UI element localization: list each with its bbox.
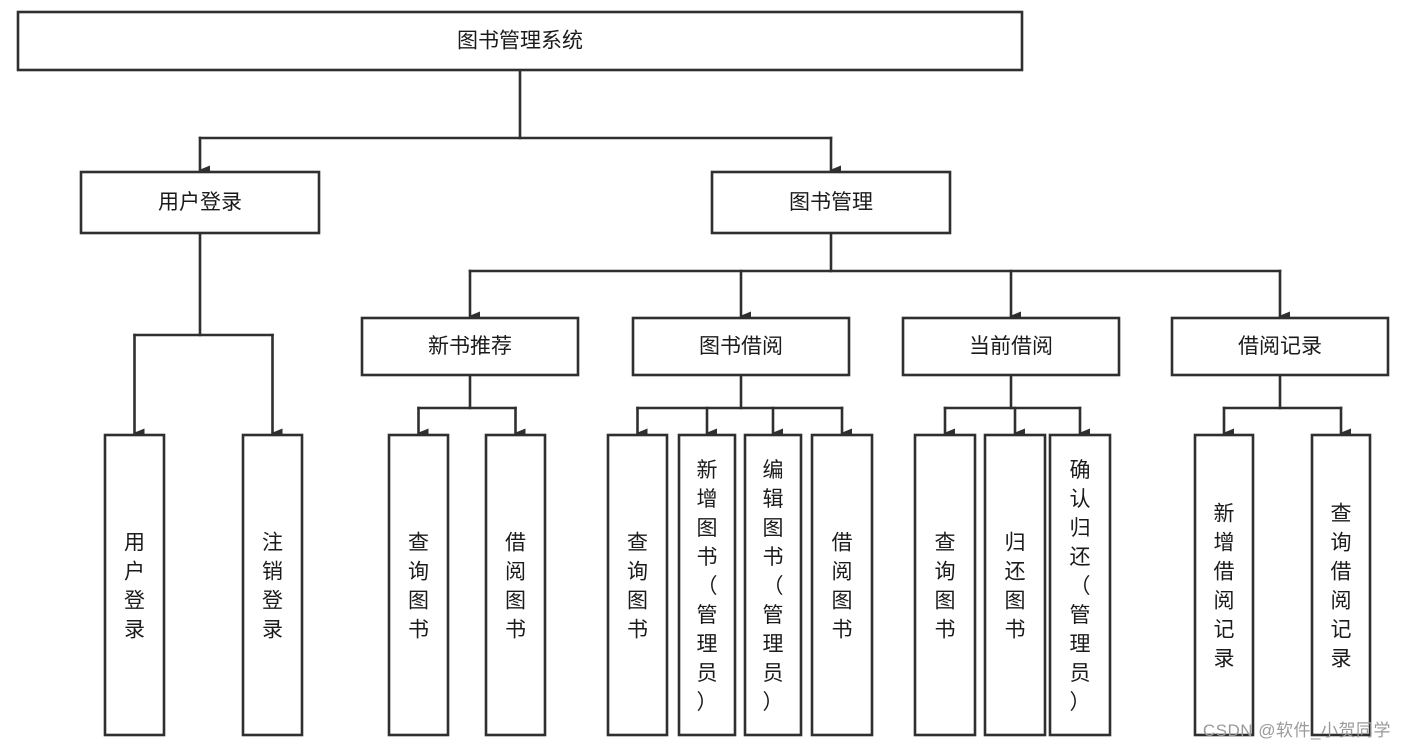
node-label-leaf-add-book: 新增图书（管理员）	[697, 459, 718, 714]
node-leaf-query-book-rec[interactable]: 查询图书	[387, 433, 450, 737]
node-book-borrow[interactable]: 图书借阅	[631, 316, 851, 377]
node-leaf-borrow-book[interactable]: 借阅图书	[810, 433, 874, 737]
node-label-book-management: 图书管理	[789, 191, 873, 214]
node-label-leaf-query-borrow-record: 查询借阅记录	[1331, 503, 1352, 671]
node-label-leaf-query-book-rec: 查询图书	[408, 532, 429, 642]
node-label-leaf-borrow-book: 借阅图书	[832, 532, 853, 642]
node-box-leaf-logout	[241, 433, 304, 737]
node-box-leaf-edit-book	[743, 433, 803, 737]
node-label-leaf-borrow-book-rec: 借阅图书	[505, 532, 526, 642]
node-label-leaf-return-book: 归还图书	[1005, 532, 1026, 642]
node-leaf-query-book-current[interactable]: 查询图书	[913, 433, 977, 737]
node-box-book-management	[710, 170, 952, 235]
node-borrow-record[interactable]: 借阅记录	[1170, 316, 1390, 377]
node-box-leaf-confirm-return	[1048, 433, 1112, 737]
node-leaf-logout[interactable]: 注销登录	[241, 433, 304, 737]
node-leaf-add-borrow-record[interactable]: 新增借阅记录	[1193, 433, 1255, 737]
node-book-management[interactable]: 图书管理	[710, 170, 952, 235]
node-box-current-borrow	[901, 316, 1121, 377]
node-label-leaf-add-borrow-record: 新增借阅记录	[1214, 503, 1235, 671]
node-leaf-query-book-borrow[interactable]: 查询图书	[606, 433, 669, 737]
node-box-leaf-query-book-borrow	[606, 433, 669, 737]
node-leaf-confirm-return[interactable]: 确认归还（管理员）	[1048, 433, 1112, 737]
node-label-borrow-record: 借阅记录	[1238, 335, 1322, 358]
node-leaf-borrow-book-rec[interactable]: 借阅图书	[484, 433, 547, 737]
node-label-current-borrow: 当前借阅	[969, 335, 1053, 358]
node-box-new-book-recommend	[360, 316, 580, 377]
node-leaf-query-borrow-record[interactable]: 查询借阅记录	[1310, 433, 1372, 737]
node-root[interactable]: 图书管理系统	[16, 10, 1024, 72]
node-boxes-layer: 图书管理系统用户登录图书管理新书推荐图书借阅当前借阅借阅记录用户登录注销登录查询…	[16, 10, 1390, 737]
node-box-leaf-query-book-current	[913, 433, 977, 737]
node-box-user-login	[79, 170, 321, 235]
node-label-leaf-query-book-borrow: 查询图书	[627, 532, 648, 642]
node-label-leaf-edit-book: 编辑图书（管理员）	[763, 459, 784, 714]
connector-links-layer	[133, 68, 1351, 438]
node-box-leaf-return-book	[983, 433, 1047, 737]
node-new-book-recommend[interactable]: 新书推荐	[360, 316, 580, 377]
node-label-user-login: 用户登录	[158, 191, 242, 214]
node-leaf-add-book[interactable]: 新增图书（管理员）	[677, 433, 737, 737]
node-label-new-book-recommend: 新书推荐	[428, 335, 512, 358]
node-label-leaf-confirm-return: 确认归还（管理员）	[1070, 459, 1091, 714]
node-box-book-borrow	[631, 316, 851, 377]
node-leaf-return-book[interactable]: 归还图书	[983, 433, 1047, 737]
node-leaf-user-login[interactable]: 用户登录	[103, 433, 166, 737]
node-leaf-edit-book[interactable]: 编辑图书（管理员）	[743, 433, 803, 737]
node-label-root: 图书管理系统	[457, 30, 583, 53]
node-label-leaf-user-login: 用户登录	[124, 532, 145, 642]
node-label-leaf-logout: 注销登录	[262, 532, 283, 642]
node-user-login[interactable]: 用户登录	[79, 170, 321, 235]
node-label-book-borrow: 图书借阅	[699, 335, 783, 358]
node-box-root	[16, 10, 1024, 72]
node-box-leaf-query-book-rec	[387, 433, 450, 737]
node-box-leaf-user-login	[103, 433, 166, 737]
node-label-leaf-query-book-current: 查询图书	[935, 532, 956, 642]
node-box-leaf-query-borrow-record	[1310, 433, 1372, 737]
node-box-leaf-add-borrow-record	[1193, 433, 1255, 737]
node-box-leaf-borrow-book-rec	[484, 433, 547, 737]
node-current-borrow[interactable]: 当前借阅	[901, 316, 1121, 377]
node-box-leaf-add-book	[677, 433, 737, 737]
node-box-borrow-record	[1170, 316, 1390, 377]
node-box-leaf-borrow-book	[810, 433, 874, 737]
